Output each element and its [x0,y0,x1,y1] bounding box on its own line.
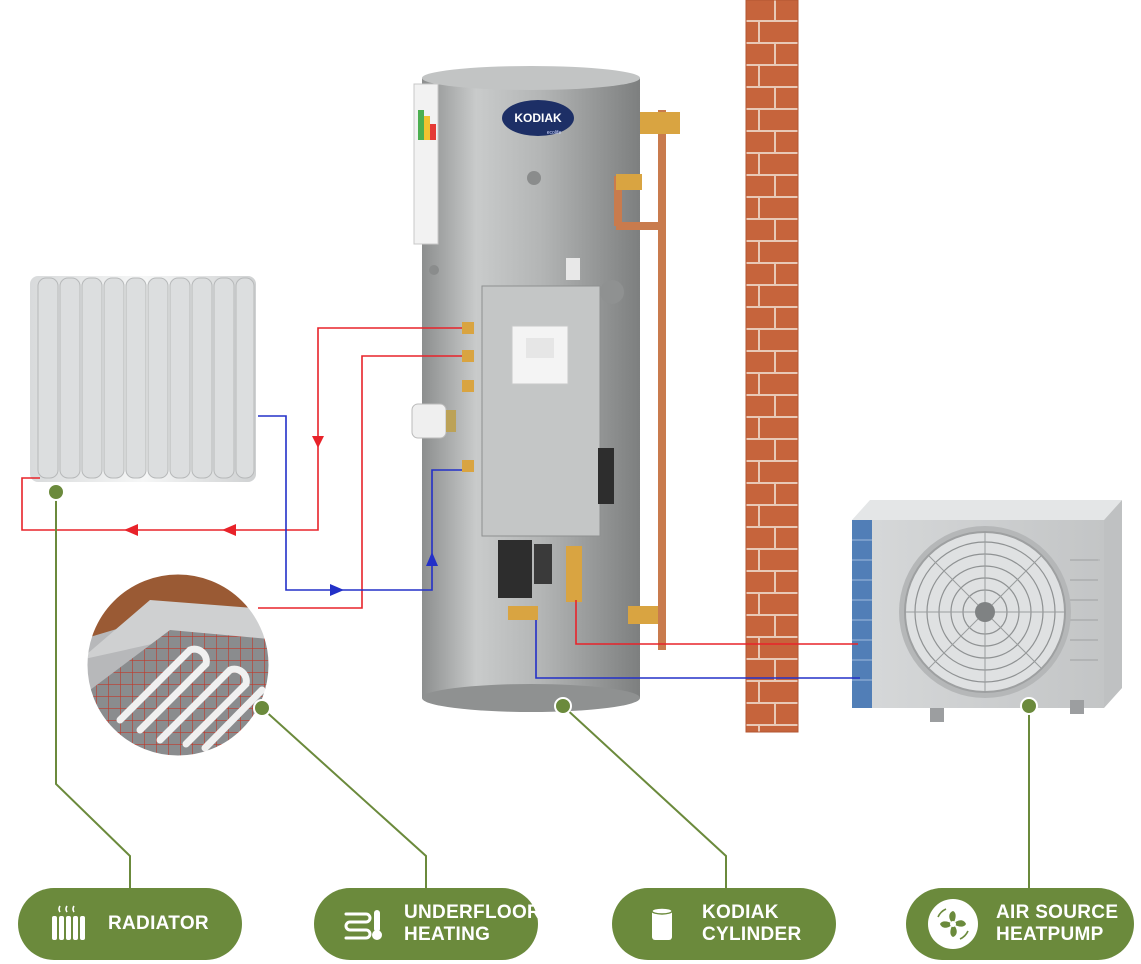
air-source-heatpump-label-text: AIR SOURCE HEATPUMP [996,902,1119,945]
underfloor-heating-cutaway [86,573,270,757]
cylinder-brand-sub: ecolife [547,130,562,136]
underfloor-heating-label-text: UNDERFLOOR HEATING [404,902,542,945]
cylinder-brand-logo: KODIAK [514,111,562,125]
underfloor-heating-icon [344,910,382,940]
radiator-label-text: RADIATOR [108,913,209,934]
leader-dots [47,483,1038,717]
radiator-unit [30,276,256,482]
underfloor-heating-label[interactable]: UNDERFLOOR HEATING [314,888,542,960]
brick-wall [745,0,799,733]
kodiak-cylinder-label[interactable]: KODIAK CYLINDER [612,888,836,960]
kodiak-cylinder-label-text: KODIAK CYLINDER [702,902,802,945]
leader-lines [55,492,1030,890]
kodiak-cylinder-unit: KODIAK ecolife [411,66,680,712]
air-source-heatpump-label[interactable]: AIR SOURCE HEATPUMP [906,888,1134,960]
radiator-icon [52,905,85,940]
flow-arrows [124,436,324,536]
radiator-label[interactable]: RADIATOR [18,888,242,960]
return-pipework [258,415,860,679]
flow-pipework [21,327,858,645]
fan-icon [928,899,978,949]
return-arrows [330,552,438,596]
cylinder-icon [651,907,673,940]
air-source-heatpump-unit [852,500,1122,722]
